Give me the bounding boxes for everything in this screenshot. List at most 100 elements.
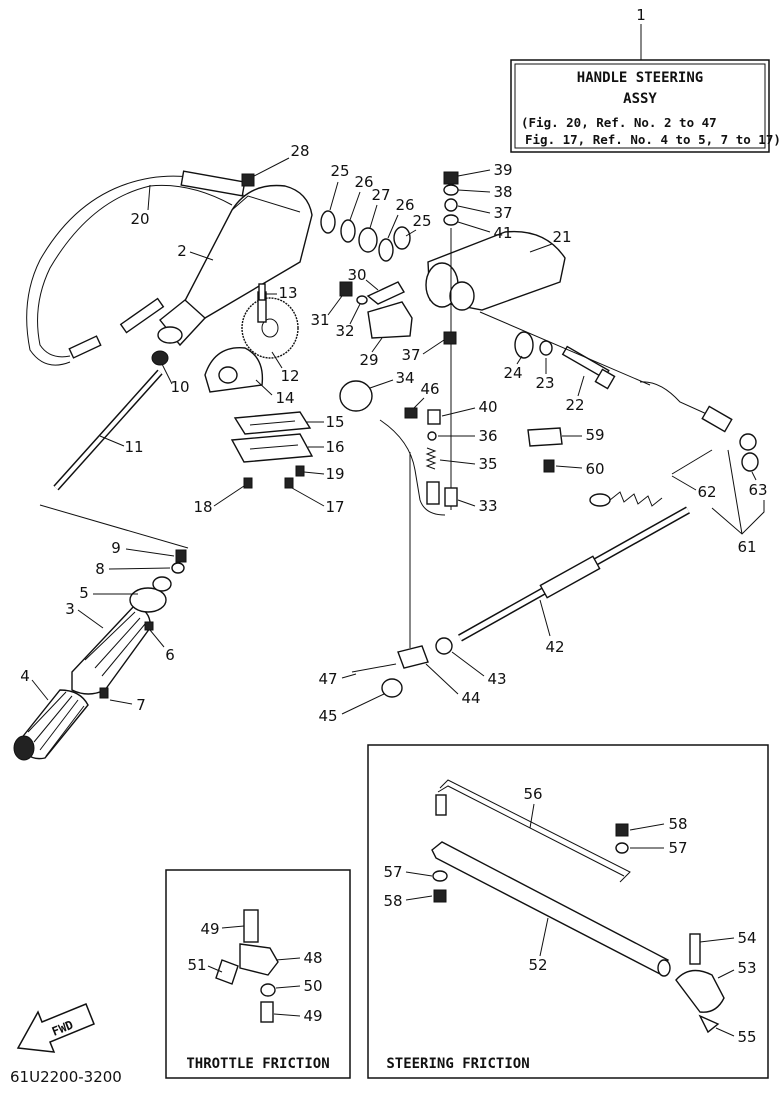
cable-42-part [458, 506, 690, 642]
rod-52-part [431, 841, 671, 977]
nut-45-part [381, 678, 403, 698]
shaft-11-part [53, 369, 163, 491]
callout-47: 47 [318, 670, 337, 688]
callout-37-upper: 37 [493, 204, 512, 222]
nut-58-upper-part [615, 823, 629, 837]
callout-43: 43 [487, 670, 506, 688]
washer-23-part [539, 340, 553, 356]
callout-9: 9 [111, 539, 121, 557]
callout-22: 22 [565, 396, 584, 414]
sleeve-33-a-part [426, 481, 440, 505]
callout-36: 36 [478, 427, 497, 445]
washer-50-part [260, 983, 276, 997]
nut-43-part [435, 637, 453, 655]
steering-bracket-21-part [425, 230, 566, 311]
spring-62-part [589, 449, 713, 507]
callout-11: 11 [124, 438, 143, 456]
callout-2: 2 [177, 242, 187, 260]
throttle-friction-title: THROTTLE FRICTION [186, 1056, 329, 1072]
callout-23: 23 [535, 374, 554, 392]
callout-32: 32 [335, 322, 354, 340]
callout-13: 13 [278, 284, 297, 302]
bolt-9-part [175, 549, 187, 563]
nut-46-part [404, 407, 418, 419]
callout-63: 63 [748, 481, 767, 499]
callout-27: 27 [371, 186, 390, 204]
rod-56-part [435, 779, 631, 883]
title-line-1: HANDLE STEERING [577, 70, 703, 86]
callout-28: 28 [290, 142, 309, 160]
callout-62: 62 [697, 483, 716, 501]
title-ref-2: Fig. 17, Ref. No. 4 to 5, 7 to 17) [525, 132, 781, 147]
callout-51: 51 [187, 956, 206, 974]
collar-5-part [152, 576, 172, 592]
wing-51-part [215, 959, 239, 985]
callout-42: 42 [545, 638, 564, 656]
callout-55: 55 [737, 1028, 756, 1046]
title-line-2: ASSY [623, 91, 657, 107]
callout-6: 6 [165, 646, 175, 664]
callouts: 1 2 3 4 5 6 7 8 9 10 11 12 13 14 15 16 1… [20, 6, 767, 1046]
callout-61: 61 [737, 538, 756, 556]
throttle-grip-3-part [71, 587, 167, 695]
screws-17-19-part [243, 465, 305, 489]
callout-24: 24 [503, 364, 522, 382]
callout-44: 44 [461, 689, 480, 707]
callout-4: 4 [20, 667, 30, 685]
callout-39: 39 [493, 161, 512, 179]
callout-26-lower: 26 [395, 196, 414, 214]
callout-45: 45 [318, 707, 337, 725]
callout-25-upper: 25 [330, 162, 349, 180]
callout-20: 20 [130, 210, 149, 228]
fwd-arrow: FWD [16, 1003, 95, 1053]
screw-60-part [543, 459, 555, 473]
callout-26-upper: 26 [354, 173, 373, 191]
callout-52: 52 [528, 956, 547, 974]
nut-58-lower-part [433, 889, 447, 903]
callout-56: 56 [523, 785, 542, 803]
callout-58-lower: 58 [383, 892, 402, 910]
callout-16: 16 [325, 438, 344, 456]
steering-friction-title: STEERING FRICTION [386, 1056, 529, 1072]
callout-37-lower: 37 [401, 346, 420, 364]
bracket-29-part [339, 281, 413, 339]
clamp-59-part [527, 427, 563, 447]
callout-33: 33 [478, 497, 497, 515]
nut-37-lower-part [443, 331, 457, 345]
callout-58-upper: 58 [668, 815, 687, 833]
callout-49-lower: 49 [303, 1007, 322, 1025]
bolt-22-part [561, 345, 616, 390]
callout-30: 30 [347, 266, 366, 284]
callout-10: 10 [170, 378, 189, 396]
nut-stack-37-41-part [443, 171, 459, 510]
callout-59: 59 [585, 426, 604, 444]
wing-55-part [698, 1014, 720, 1034]
callout-60: 60 [585, 460, 604, 478]
callout-49-upper: 49 [200, 920, 219, 938]
callout-57-upper: 57 [668, 839, 687, 857]
bolt-49-lower-part [260, 1001, 274, 1023]
plate-48-part [239, 943, 279, 976]
bushing-24-part [514, 331, 534, 359]
diagram-code: 61U2200-3200 [10, 1068, 122, 1086]
callout-14: 14 [275, 389, 294, 407]
callout-34: 34 [395, 369, 414, 387]
callout-57-lower: 57 [383, 863, 402, 881]
callout-40: 40 [478, 398, 497, 416]
callout-29: 29 [359, 351, 378, 369]
callout-25-lower: 25 [412, 212, 431, 230]
cap-63-part [741, 452, 759, 472]
callout-17: 17 [325, 498, 344, 516]
steering-friction-box [367, 744, 769, 1079]
cable-end-61-part [639, 381, 757, 451]
callout-54: 54 [737, 929, 756, 947]
link-line [479, 311, 651, 386]
callout-35: 35 [478, 455, 497, 473]
bolt-49-upper-part [243, 909, 259, 943]
washer-57-upper-part [615, 842, 629, 854]
throttle-cable-part [26, 170, 246, 366]
callout-8: 8 [95, 560, 105, 578]
washer-8-part [171, 562, 185, 574]
callout-12: 12 [280, 367, 299, 385]
